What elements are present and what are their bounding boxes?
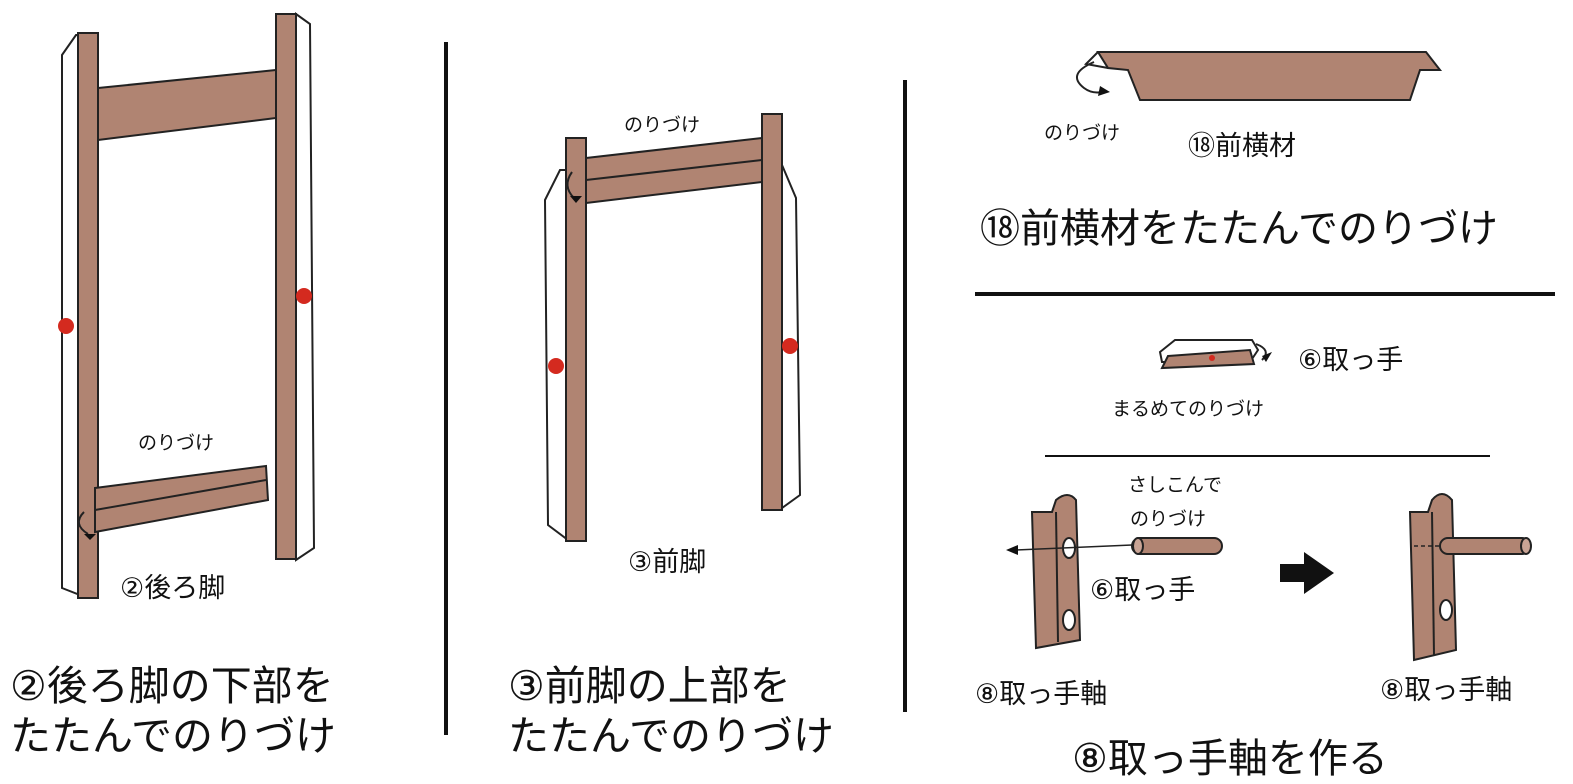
crossbar-glue-label: のりづけ <box>1044 122 1121 144</box>
insert-instruction-line2: のりづけ <box>1130 508 1207 530</box>
axis-caption: ⑧取っ手軸を作る <box>1072 736 1388 782</box>
back-leg-caption-line2: たたんでのりづけ <box>10 712 336 760</box>
back-leg-caption-line1: ②後ろ脚の下部を <box>10 662 334 710</box>
crossbar-part-label: ⑱前横材 <box>1188 131 1296 162</box>
front-leg-caption-line2: たたんでのりづけ <box>508 712 834 760</box>
front-leg-caption-line1: ③前脚の上部を <box>508 662 791 710</box>
front-crossbar-strip <box>1075 51 1443 101</box>
rolled-handle-strip <box>1158 339 1272 370</box>
axis-label-right: ⑧取っ手軸 <box>1380 675 1513 706</box>
front-leg-frame <box>543 113 802 542</box>
back-leg-glue-label: のりづけ <box>138 432 215 454</box>
front-leg-part-label: ③前脚 <box>628 547 707 578</box>
handle-stick <box>1131 537 1223 555</box>
handle-label: ⑥取っ手 <box>1298 345 1404 376</box>
axis-label-left: ⑧取っ手軸 <box>975 679 1108 710</box>
back-leg-frame <box>58 12 316 599</box>
insert-instruction-line1: さしこんで <box>1128 474 1223 496</box>
handle-instruction: まるめてのりづけ <box>1112 398 1265 420</box>
back-leg-part-label: ②後ろ脚 <box>120 573 226 604</box>
handle-label-lower: ⑥取っ手 <box>1090 575 1196 606</box>
handle-axis-right <box>1408 493 1532 662</box>
transform-arrow <box>1280 552 1334 594</box>
handle-axis-left <box>1006 494 1133 650</box>
crossbar-caption: ⑱前横材をたたんでのりづけ <box>980 206 1498 252</box>
front-leg-glue-label: のりづけ <box>624 114 701 136</box>
